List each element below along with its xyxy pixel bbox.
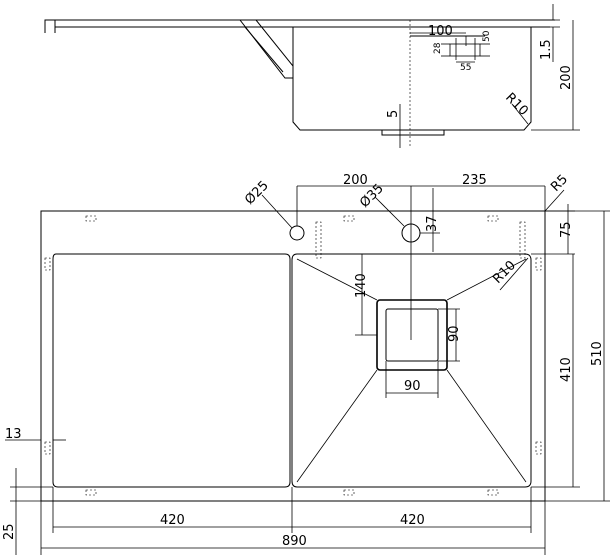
plan-view: Ø25 Ø35 200 235 R5 37 75 140 R10 90 90 4… [2, 172, 610, 555]
dim-hole-width: 55 [460, 63, 471, 73]
dim-dist-right: 235 [462, 173, 487, 188]
dim-dist-left: 200 [343, 173, 368, 188]
dim-rim-width: 75 [559, 221, 574, 238]
dim-hole-height: 50 [482, 30, 492, 42]
dim-drainer-width: 420 [160, 513, 185, 528]
dim-tap-offset: 100 [428, 24, 453, 39]
dim-total-width: 890 [282, 534, 307, 549]
dim-edge-bottom: 25 [2, 523, 17, 540]
dim-corner-radius: R5 [548, 172, 571, 195]
dim-drain-offset: 140 [354, 273, 369, 298]
dim-rim-thickness: 1.5 [539, 39, 554, 60]
dim-bowl-depth-side: 200 [559, 65, 574, 90]
dim-bowl-radius: R10 [490, 258, 519, 287]
dim-bowl-width: 420 [400, 513, 425, 528]
dim-edge-left: 13 [5, 427, 22, 442]
dim-hole-offset: 37 [425, 215, 440, 232]
dim-tap-hole-1: Ø25 [242, 178, 272, 208]
dim-drain-width: 90 [404, 379, 421, 394]
side-section-view: 100 50 28 55 1.5 200 5 R10 [44, 4, 580, 148]
dim-total-depth: 510 [590, 341, 605, 366]
dim-hole-small: 28 [433, 42, 443, 54]
dim-slope: 5 [386, 110, 401, 118]
dim-drain-height: 90 [447, 325, 462, 342]
dim-radius-side: R10 [502, 90, 531, 119]
dim-bowl-depth: 410 [559, 357, 574, 382]
